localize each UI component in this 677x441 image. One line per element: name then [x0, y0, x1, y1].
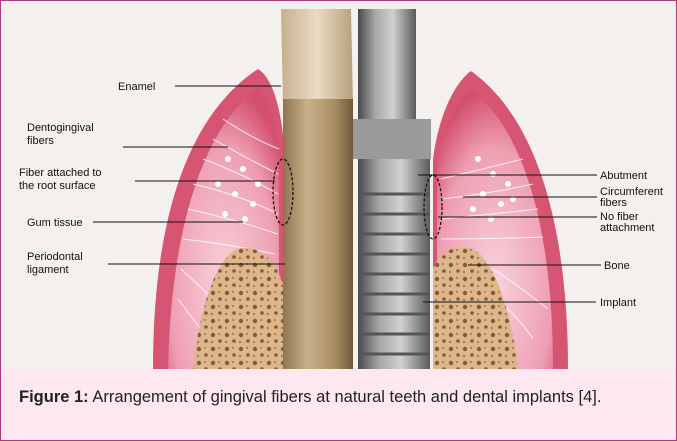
- label-implant: Implant: [600, 297, 636, 309]
- label-circumferential-2: fibers: [600, 197, 627, 209]
- label-enamel: Enamel: [118, 81, 155, 93]
- left-labels: Enamel Dentogingival fibers Fiber attach…: [19, 81, 155, 276]
- caption-label: Figure 1:: [19, 388, 89, 406]
- implant-collar: [353, 119, 431, 159]
- right-labels: Abutment Circumferential fibers No fiber…: [600, 170, 663, 309]
- implant-abutment-top: [358, 9, 416, 119]
- label-gum-tissue: Gum tissue: [27, 217, 83, 229]
- tooth-root: [283, 99, 353, 377]
- implant-body: [358, 159, 430, 377]
- label-fiber-attached-2: the root surface: [19, 180, 95, 192]
- diagram-svg: Enamel Dentogingival fibers Fiber attach…: [13, 9, 663, 377]
- dental-diagram: Enamel Dentogingival fibers Fiber attach…: [13, 9, 663, 377]
- label-bone: Bone: [604, 260, 630, 272]
- label-no-fiber-2: attachment: [600, 222, 654, 234]
- caption-text: Arrangement of gingival fibers at natura…: [89, 388, 602, 406]
- label-fiber-attached-1: Fiber attached to: [19, 167, 102, 179]
- label-abutment: Abutment: [600, 170, 647, 182]
- label-periodontal-2: ligament: [27, 264, 69, 276]
- label-dentogingival-2: fibers: [27, 135, 54, 147]
- label-dentogingival-1: Dentogingival: [27, 122, 94, 134]
- tooth-enamel: [281, 9, 353, 108]
- label-periodontal-1: Periodontal: [27, 251, 83, 263]
- figure-caption: Figure 1: Arrangement of gingival fibers…: [1, 369, 676, 440]
